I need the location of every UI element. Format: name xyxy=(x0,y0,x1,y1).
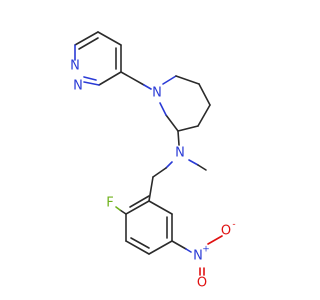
bond xyxy=(143,84,152,90)
bond xyxy=(207,235,223,245)
atom-symbol: N xyxy=(175,146,185,161)
atom-fluorine: F xyxy=(106,196,113,211)
bond xyxy=(125,240,150,255)
atom-charge: + xyxy=(202,245,210,255)
atom-nitro-n: N + xyxy=(193,245,210,264)
atom-symbol: O xyxy=(221,224,231,239)
bond xyxy=(129,195,150,208)
bond xyxy=(148,200,173,215)
bond xyxy=(98,71,122,86)
benzene-ring xyxy=(125,176,173,255)
bond xyxy=(165,161,173,169)
bond xyxy=(83,81,100,86)
atom-symbol: N xyxy=(70,59,80,74)
bond xyxy=(197,104,211,127)
bond xyxy=(130,237,150,249)
bond xyxy=(78,37,99,50)
piperidine-ring xyxy=(159,75,211,132)
bond xyxy=(188,159,199,166)
bond xyxy=(162,75,177,85)
atom-symbol: O xyxy=(197,276,207,291)
bond xyxy=(198,83,211,106)
bond xyxy=(148,240,173,255)
bond xyxy=(148,176,154,202)
atom-nitro-o1: O - xyxy=(221,220,236,239)
atom-charge: - xyxy=(232,220,235,230)
bond xyxy=(152,167,167,178)
bond xyxy=(175,75,200,85)
atom-symbol: F xyxy=(106,196,113,211)
atom-pyridazine-n2: N xyxy=(73,79,83,94)
atom-symbol: N xyxy=(193,249,203,264)
bond xyxy=(125,200,150,215)
atom-nitro-o2: O xyxy=(197,276,207,291)
bond xyxy=(171,240,187,250)
atom-symbol: N xyxy=(152,86,162,101)
bond xyxy=(185,248,192,253)
bond xyxy=(120,71,145,86)
atom-piperidine-n: N xyxy=(152,86,162,101)
bond xyxy=(165,114,179,132)
bond xyxy=(83,76,97,81)
bond xyxy=(177,130,180,146)
bond xyxy=(159,102,167,116)
atom-symbol: N xyxy=(73,79,83,94)
bond xyxy=(119,209,127,215)
atom-amine-n: N xyxy=(175,146,185,161)
bond xyxy=(197,164,207,171)
pyridazine-ring xyxy=(74,31,122,86)
bond xyxy=(115,206,121,211)
bond xyxy=(74,31,99,46)
bond xyxy=(177,125,199,132)
molecule-structure: N N N N F N + O - O xyxy=(70,31,236,291)
atom-pyridazine-n1: N xyxy=(70,59,80,74)
bond xyxy=(97,31,122,46)
